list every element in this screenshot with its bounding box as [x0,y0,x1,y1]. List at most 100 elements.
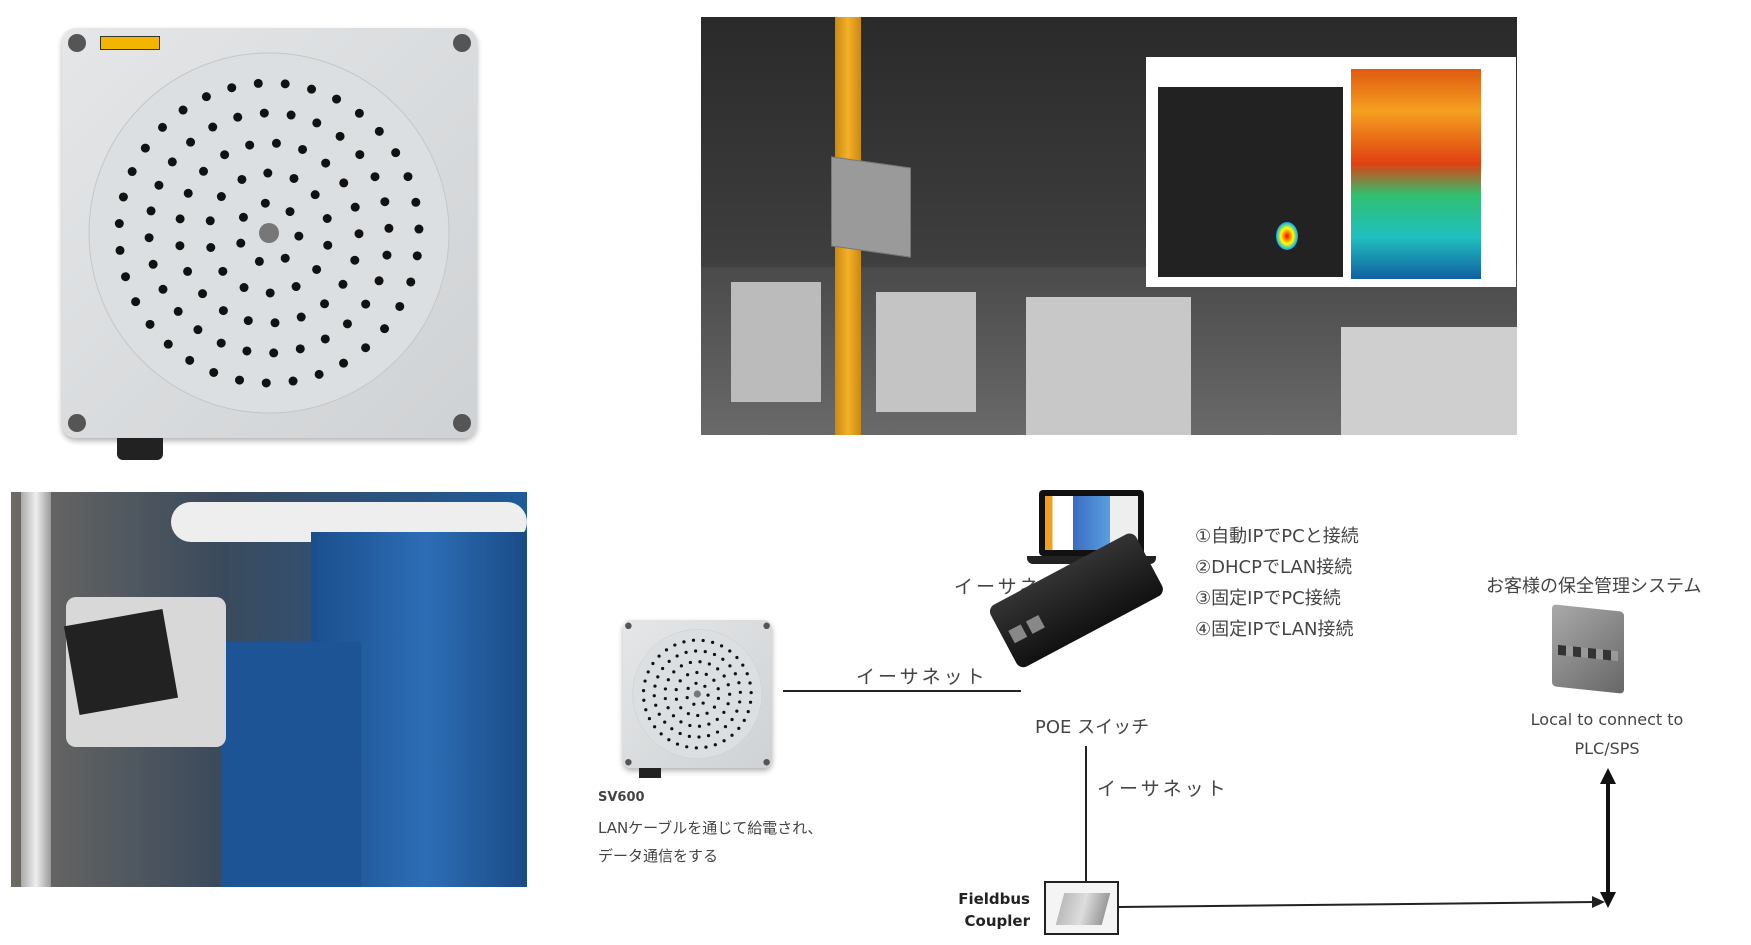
connection-mode: ③固定IPでPC接続 [1195,588,1341,609]
hole [728,692,732,696]
hole [716,667,720,671]
hole [265,288,275,298]
hole [411,197,421,207]
hole [704,672,708,677]
hole [674,697,679,701]
hole [270,318,280,328]
arrowhead-icon [1600,768,1616,784]
hole [183,266,193,276]
hole [374,276,384,286]
hole [654,703,658,707]
hole [314,369,324,379]
hole [239,283,249,293]
hole [656,675,660,679]
hole [193,325,203,335]
hole [666,706,670,710]
hole [321,158,331,168]
hole [742,718,746,723]
hole [679,720,683,724]
hole [738,690,742,694]
hole [703,650,707,654]
hole [205,216,215,226]
hole [173,306,183,316]
microphone-holes [625,622,770,766]
hole [715,717,719,722]
hole [350,255,360,265]
hole [697,724,702,728]
hole [722,674,726,678]
hole [254,256,264,266]
hole [707,722,711,726]
hole [737,681,741,685]
screw-icon [625,622,632,630]
hole [291,282,301,292]
cable-connector [117,438,163,460]
hole [175,241,185,251]
hole [748,681,752,685]
installation-render [701,17,1517,435]
hole [653,684,657,688]
hole [707,662,711,666]
hole [686,711,690,716]
hole [286,110,296,120]
hole [741,663,745,667]
poe-fieldbus-link [1085,746,1087,881]
arrowhead-icon [1600,892,1616,908]
fieldbus-label: Fieldbus Coupler [940,888,1030,932]
hole [154,180,164,190]
hole [295,344,305,354]
hole [312,118,322,128]
hole [701,701,705,705]
hole [208,122,218,132]
hole [715,730,720,734]
hole [127,167,137,177]
hole [339,358,349,368]
hole [694,649,698,653]
screw-icon [68,34,86,52]
fluke-logo [100,36,160,50]
hole [696,713,700,718]
hole [713,743,717,747]
hole [259,108,269,118]
hole [406,277,416,287]
hole [647,717,652,721]
plc-label: Local to connect to PLC/SPS [1507,705,1707,763]
fieldbus-label-line: Coupler [964,912,1030,930]
hole [280,79,290,89]
hole [733,672,737,676]
hole [183,188,193,198]
hole [735,709,739,713]
screw-icon [68,414,86,432]
hole [403,172,413,182]
hole [688,723,692,728]
display-panel [1146,57,1516,287]
hole [220,150,230,160]
hole [694,681,698,685]
spectrogram [1351,69,1481,279]
hole [712,705,717,709]
hole [237,174,247,184]
screw-icon [763,622,770,630]
fieldbus-coupler-icon [1044,881,1119,935]
hole [703,684,707,688]
hole [395,301,405,311]
sensor-poe-link [783,690,1021,692]
hole [695,670,699,675]
hole [642,698,646,702]
connection-mode-list: ①自動IPでPCと接続 ②DHCPでLAN接続 ③固定IPでPC接続 ④固定IP… [1195,522,1359,646]
hole [289,173,299,183]
hole [146,206,156,216]
hole [672,670,676,674]
hole [673,643,677,647]
hole [361,299,371,309]
hole [145,319,155,329]
hole [679,664,684,668]
hole [697,735,701,739]
hole [115,245,125,255]
hole [666,678,670,682]
hole [335,131,345,141]
hole [652,725,657,729]
hole [158,284,168,294]
hole [227,83,237,93]
